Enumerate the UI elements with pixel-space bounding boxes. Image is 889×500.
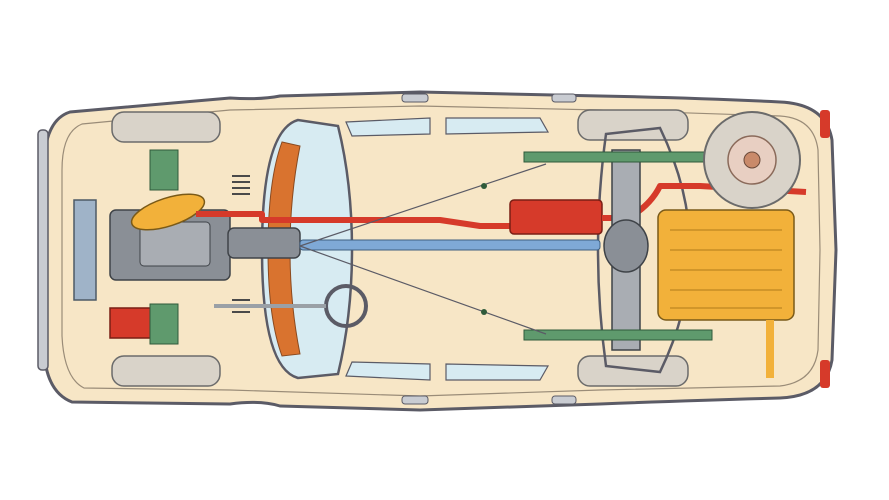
battery: [109, 307, 157, 339]
mirror-left: [401, 93, 429, 103]
spare-tire-hub: [743, 151, 761, 169]
door-handle-right: [551, 395, 577, 405]
air-filter: [130, 193, 206, 231]
front-left-wheel: [111, 111, 221, 143]
fuel-tank-ribs: [670, 229, 782, 309]
rear-right-wheel: [577, 355, 689, 387]
window-right-rear: [445, 363, 550, 381]
rear-light-bottom: [820, 360, 830, 388]
brake-line-node-top: [481, 183, 487, 189]
window-right-front: [345, 361, 431, 381]
driveshaft: [299, 239, 601, 251]
brake-line-node-bottom: [481, 309, 487, 315]
brake-lines: [299, 163, 547, 335]
gearbox: [227, 227, 301, 259]
rear-suspension-arm-bottom: [523, 329, 713, 341]
body-inner-line: [61, 105, 821, 397]
front-bumper: [37, 129, 49, 371]
front-suspension-bottom: [149, 303, 179, 345]
rear-left-wheel: [577, 109, 689, 141]
window-left-rear: [445, 117, 550, 135]
muffler: [509, 199, 603, 235]
rear-light-top: [820, 110, 830, 138]
fuel-tank: [657, 209, 795, 321]
door-handle-left: [551, 93, 577, 103]
window-left-front: [345, 117, 431, 137]
mirror-right: [401, 395, 429, 405]
front-suspension-top: [149, 149, 179, 191]
front-right-wheel: [111, 355, 221, 387]
radiator: [73, 199, 97, 301]
exhaust-pipe: [196, 211, 510, 229]
differential: [603, 219, 649, 273]
rear-suspension-arm-top: [523, 151, 713, 163]
